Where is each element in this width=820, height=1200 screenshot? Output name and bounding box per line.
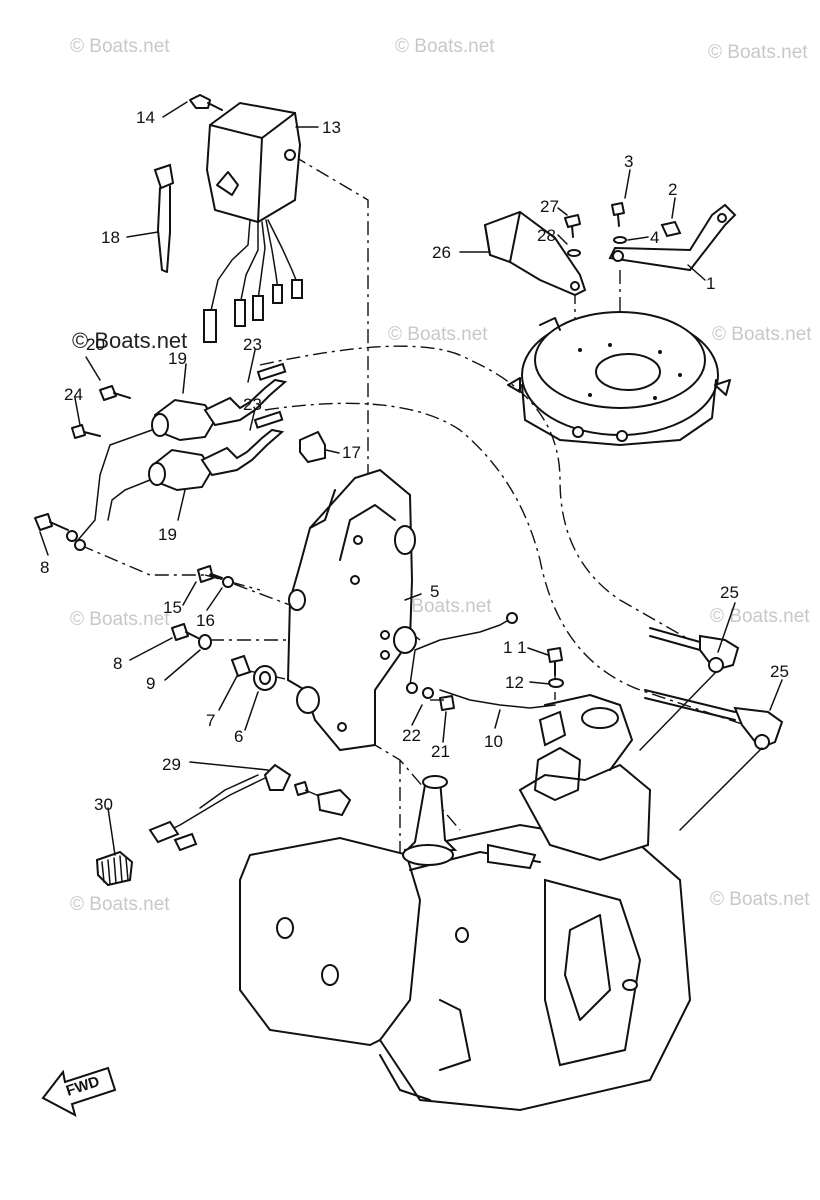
pulser-parts bbox=[483, 202, 737, 297]
powerhead-block bbox=[239, 694, 692, 1112]
callout-19: 19 bbox=[158, 525, 177, 544]
callout-8: 8 bbox=[113, 654, 122, 673]
callout-28: 28 bbox=[537, 226, 556, 245]
callout-26: 26 bbox=[432, 243, 451, 262]
watermark: © Boats.net bbox=[70, 894, 170, 915]
callout-2: 2 bbox=[668, 180, 677, 199]
callout-10: 10 bbox=[484, 732, 503, 751]
watermark: © Boats.net bbox=[395, 36, 495, 57]
callout-14: 14 bbox=[136, 108, 155, 127]
callout-3: 3 bbox=[624, 152, 633, 171]
callout-23: 23 bbox=[243, 395, 262, 414]
callout-4: 4 bbox=[650, 228, 659, 247]
cable-tie bbox=[153, 163, 175, 273]
callout-16: 16 bbox=[196, 611, 215, 630]
callout-11: 1 1 bbox=[503, 638, 527, 657]
callouts: 14 13 18 3 2 27 4 28 26 1 20 19 23 24 23… bbox=[40, 108, 789, 814]
callout-7: 7 bbox=[206, 711, 215, 730]
callout-21: 21 bbox=[431, 742, 450, 761]
callout-25: 25 bbox=[770, 662, 789, 681]
callout-27: 27 bbox=[540, 197, 559, 216]
callout-6: 6 bbox=[234, 727, 243, 746]
stop-switch bbox=[95, 763, 352, 887]
callout-1: 1 bbox=[706, 274, 715, 293]
leader-lines bbox=[39, 101, 783, 856]
base-plate bbox=[507, 311, 731, 446]
callout-18: 18 bbox=[101, 228, 120, 247]
callout-17: 17 bbox=[342, 443, 361, 462]
watermark: © Boats.net bbox=[710, 606, 810, 627]
watermark: © Boats.net bbox=[70, 36, 170, 57]
ground-lead bbox=[406, 612, 564, 711]
callout-29: 29 bbox=[162, 755, 181, 774]
callout-13: 13 bbox=[322, 118, 341, 137]
callout-23: 23 bbox=[243, 335, 262, 354]
callout-15: 15 bbox=[163, 598, 182, 617]
bracket-plate bbox=[286, 468, 417, 752]
watermark: © Boats.net bbox=[712, 324, 812, 345]
watermark-dark: © Boats.net bbox=[72, 328, 187, 353]
collar-bushing bbox=[230, 654, 277, 691]
bolts-washers bbox=[171, 565, 234, 650]
callout-22: 22 bbox=[402, 726, 421, 745]
callout-8: 8 bbox=[40, 558, 49, 577]
callout-12: 12 bbox=[505, 673, 524, 692]
watermark: © Boats.net bbox=[388, 324, 488, 345]
plug-leads bbox=[639, 627, 784, 831]
watermark: © Boats.net bbox=[710, 889, 810, 910]
fwd-arrow: FWD bbox=[41, 1066, 117, 1117]
callout-19: 19 bbox=[168, 349, 187, 368]
ignition-coils bbox=[34, 362, 288, 551]
watermark: © Boats.net bbox=[392, 596, 492, 617]
callout-9: 9 bbox=[146, 674, 155, 693]
callout-5: 5 bbox=[430, 582, 439, 601]
watermark: © Boats.net bbox=[70, 609, 170, 630]
callout-24: 24 bbox=[64, 385, 83, 404]
callout-25: 25 bbox=[720, 583, 739, 602]
cdi-unit bbox=[189, 94, 303, 343]
grommet bbox=[299, 430, 326, 464]
watermark: © Boats.net bbox=[708, 42, 808, 63]
callout-30: 30 bbox=[94, 795, 113, 814]
callout-20: 20 bbox=[86, 335, 105, 354]
